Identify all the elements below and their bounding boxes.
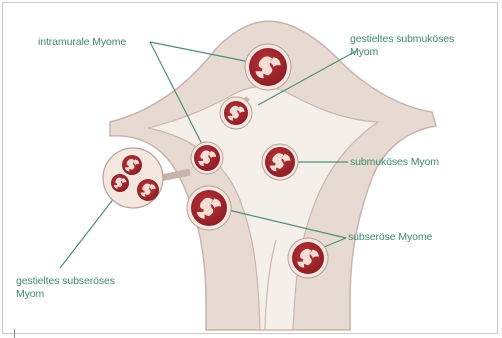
fibroid-top — [245, 44, 291, 90]
label-pedunculated-subserous-line1: gestieltes subseröses — [16, 275, 115, 288]
fibroid-pedunculated-subserous — [103, 148, 163, 208]
label-intramural-fibroids: intramurale Myome — [38, 36, 126, 49]
label-pedunculated-subserous-line2: Myom — [16, 288, 44, 301]
label-pedunculated-submucous-line2: Myom — [350, 46, 378, 59]
label-pedunculated-submucous-line1: gestieltes submuköses — [350, 33, 454, 46]
fibroid-subserous-right — [288, 238, 328, 278]
fibroid-pedunculated-submucous — [220, 97, 252, 129]
label-subserous-fibroids: subseröse Myome — [348, 231, 432, 244]
fibroid-intramural-left — [191, 142, 223, 174]
label-submucous-fibroid: submuköses Myom — [350, 156, 439, 169]
fibroid-subserous-left — [187, 186, 231, 230]
frame-tick — [14, 329, 15, 338]
fibroid-submucous — [262, 144, 298, 180]
